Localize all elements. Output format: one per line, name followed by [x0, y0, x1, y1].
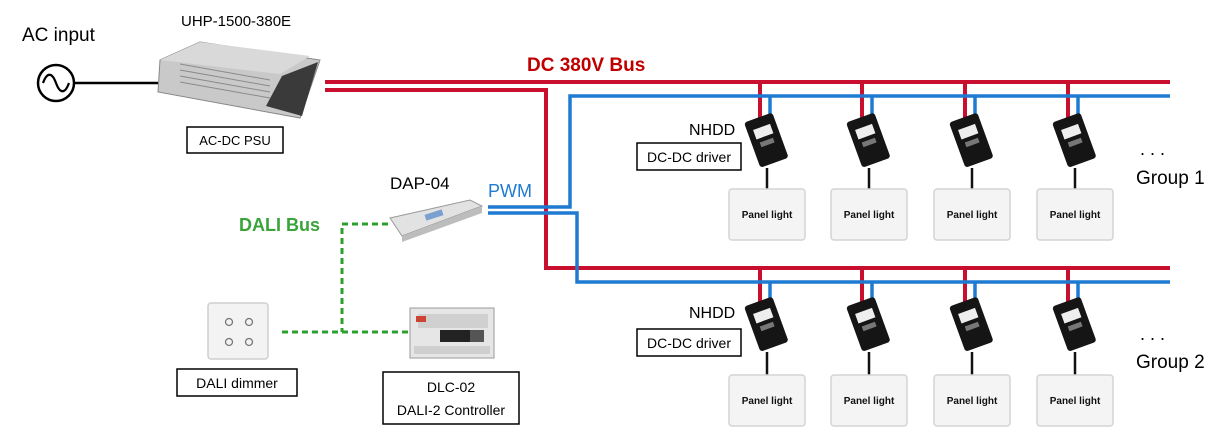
driver-module [846, 113, 890, 167]
panel-light-label: Panel light [1050, 210, 1101, 221]
group1-driver-label-box [636, 142, 742, 171]
panel-light-label: Panel light [844, 396, 895, 407]
driver-module [744, 297, 788, 351]
panel-light [933, 374, 1011, 427]
panel-light-label: Panel light [947, 396, 998, 407]
group2-drivers [744, 297, 1096, 351]
psu-label-box [186, 126, 284, 154]
driver-module [846, 297, 890, 351]
dali-dimmer-image [207, 302, 269, 360]
driver-panel-leads [765, 168, 1077, 376]
driver-module [744, 113, 788, 167]
group2-driver-model-label: NHDD [689, 305, 735, 322]
controller-label-box [382, 371, 520, 425]
group1-driver-label: DC-DC driver [647, 149, 731, 165]
controller-label: DALI-2 Controller [397, 402, 505, 418]
panel-light [830, 374, 908, 427]
panel-light-label: Panel light [947, 210, 998, 221]
driver-module [1052, 297, 1096, 351]
panel-light-label: Panel light [742, 396, 793, 407]
dc-bus-wiring [325, 80, 1170, 305]
dc-bus-label: DC 380V Bus [527, 55, 645, 76]
panel-light [830, 188, 908, 241]
dimmer-label-box [176, 368, 298, 397]
group1-panels: Panel light Panel light Panel light Pane… [728, 188, 1114, 241]
psu-label: AC-DC PSU [199, 133, 271, 148]
controller-model-label: DLC-02 [427, 379, 475, 395]
pwm-label: PWM [488, 181, 532, 201]
psu-model-label: UHP-1500-380E [181, 13, 291, 30]
panel-light [1036, 188, 1114, 241]
dali-bus-label: DALI Bus [239, 215, 320, 235]
group1-driver-model-label: NHDD [689, 122, 735, 139]
group2-driver-label-box [636, 328, 742, 357]
dali-bus-wiring [282, 222, 410, 334]
driver-module [1052, 113, 1096, 167]
panel-light [933, 188, 1011, 241]
panel-light [728, 374, 806, 427]
group2-driver-label: DC-DC driver [647, 335, 731, 351]
psu-unit-image [157, 41, 321, 119]
panel-light [1036, 374, 1114, 427]
dap-model-label: DAP-04 [390, 174, 450, 193]
driver-module [949, 113, 993, 167]
group2-label: Group 2 [1136, 352, 1205, 373]
group2-ellipsis: . . . [1140, 324, 1165, 344]
ac-input-label: AC input [22, 25, 96, 46]
dimmer-label: DALI dimmer [196, 375, 278, 391]
ac-source-icon [36, 63, 158, 103]
panel-light-label: Panel light [844, 210, 895, 221]
panel-light [728, 188, 806, 241]
driver-module [949, 297, 993, 351]
group1-label: Group 1 [1136, 168, 1205, 189]
group2-panels: Panel light Panel light Panel light Pane… [728, 374, 1114, 427]
dap-module-image [389, 199, 484, 242]
panel-light-label: Panel light [1050, 396, 1101, 407]
group1-drivers [744, 113, 1096, 167]
panel-light-label: Panel light [742, 210, 793, 221]
group1-ellipsis: . . . [1140, 139, 1165, 159]
dlc-controller-image [409, 307, 495, 359]
